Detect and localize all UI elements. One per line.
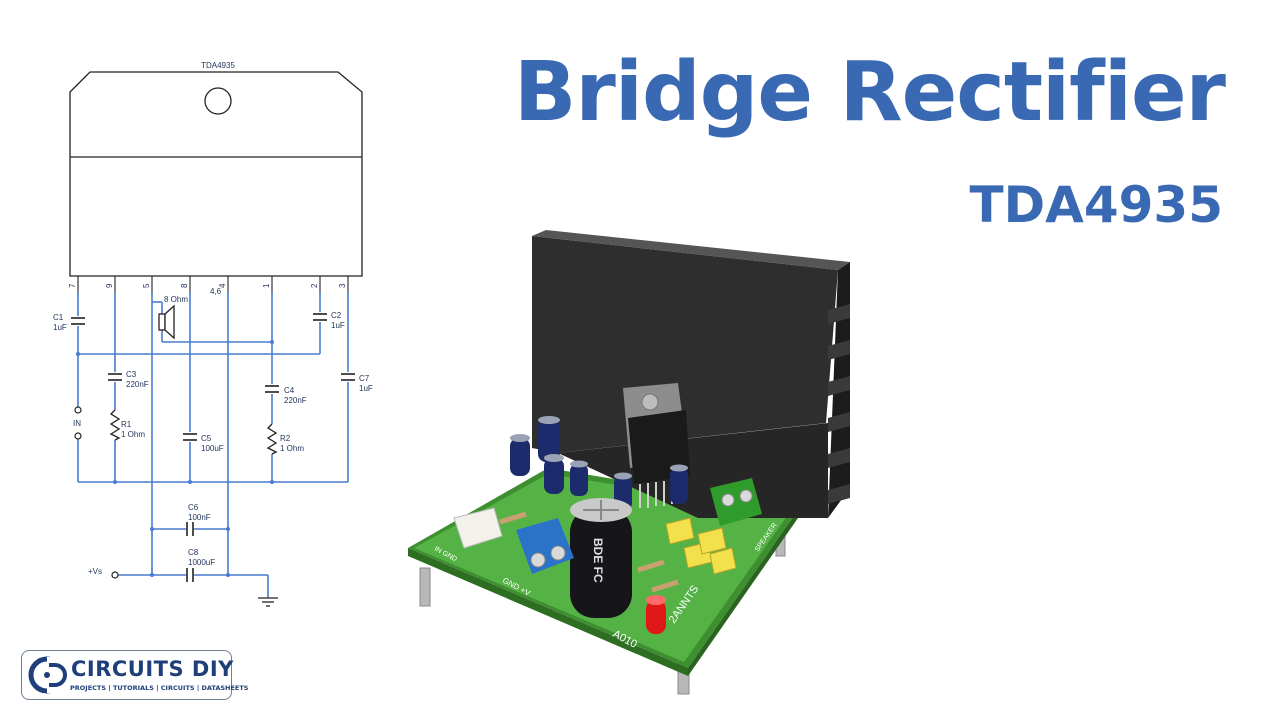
pin-label: 4: [218, 283, 227, 288]
input-terminal-icon: [74, 406, 82, 414]
pin-label: 7: [68, 283, 77, 288]
logo-mark-icon: [28, 656, 67, 694]
logo-name: CIRCUITS DIY: [71, 657, 234, 681]
capacitor-marking: BDE FC: [591, 538, 605, 583]
ic-label: TDA4935: [201, 61, 235, 70]
pin-label: 8: [180, 283, 189, 288]
ic-package: TDA4935: [69, 61, 363, 277]
c6-value: 100nF: [188, 513, 211, 522]
c6-name: C6: [188, 503, 199, 512]
resistors: [499, 511, 679, 593]
page-title: Bridge Rectifier: [513, 45, 1226, 140]
c7-name: C7: [359, 374, 370, 383]
pin-note: 4,6: [210, 287, 222, 296]
c3-name: C3: [126, 370, 137, 379]
supply-label: +Vs: [88, 567, 102, 576]
c4-value: 220nF: [284, 396, 307, 405]
circuit-schematic: TDA4935 7 9 5 8 4 1 2 3: [53, 61, 373, 607]
speaker-icon: [158, 304, 175, 340]
c1-name: C1: [53, 313, 64, 322]
c5-value: 100uF: [201, 444, 224, 453]
power-terminal: [516, 518, 574, 574]
large-capacitor: BDE FC: [570, 498, 632, 618]
amplifier-board-photo: BDE FC A010 2ANNTS GND +V IN GND SPEAKER: [408, 230, 850, 695]
brand-logo[interactable]: CIRCUITS DIY PROJECTS | TUTORIALS | CIRC…: [21, 650, 248, 700]
input-header: [453, 507, 503, 549]
c5-name: C5: [201, 434, 212, 443]
input-terminal-icon: [74, 432, 82, 440]
pin-label: 2: [310, 283, 319, 288]
pin-label: 9: [105, 283, 114, 288]
c4-name: C4: [284, 386, 295, 395]
pin-label: 1: [262, 283, 271, 288]
heatsink: [532, 230, 850, 518]
c8-name: C8: [188, 548, 199, 557]
screw-icon: [641, 393, 659, 411]
pin-label: 5: [142, 283, 151, 288]
r2-value: 1 Ohm: [280, 444, 304, 453]
c1-value: 1uF: [53, 323, 67, 332]
c2-value: 1uF: [331, 321, 345, 330]
supply-terminal-icon: [111, 571, 119, 579]
c7-value: 1uF: [359, 384, 373, 393]
speaker-label: 8 Ohm: [164, 295, 188, 304]
r1-name: R1: [121, 420, 132, 429]
led-indicator: [646, 595, 666, 634]
electrolytic-capacitors: [510, 416, 688, 510]
logo-tagline: PROJECTS | TUTORIALS | CIRCUITS | DATASH…: [70, 684, 249, 692]
pin-label: 3: [338, 283, 347, 288]
input-label: IN: [73, 419, 81, 428]
r2-name: R2: [280, 434, 291, 443]
mounting-hole-icon: [204, 87, 232, 115]
r1-value: 1 Ohm: [121, 430, 145, 439]
page-subtitle: TDA4935: [969, 176, 1223, 234]
c8-value: 1000uF: [188, 558, 215, 567]
speaker-terminal: [710, 478, 762, 526]
c3-value: 220nF: [126, 380, 149, 389]
film-capacitors: [665, 517, 737, 575]
circuit-wires: [77, 292, 349, 598]
ground-icon: [258, 597, 278, 607]
c2-name: C2: [331, 311, 342, 320]
